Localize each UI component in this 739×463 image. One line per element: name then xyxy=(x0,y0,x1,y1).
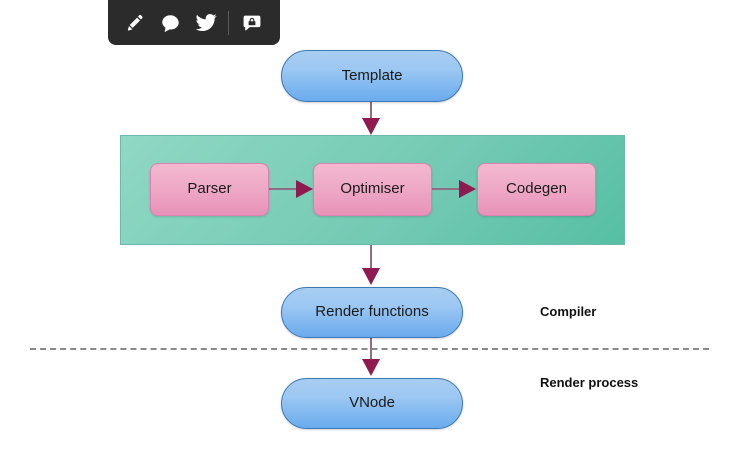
node-vnode[interactable]: VNode xyxy=(281,378,463,429)
comment-bubble-icon[interactable] xyxy=(157,10,185,36)
node-render-functions[interactable]: Render functions xyxy=(281,287,463,338)
node-optimiser-label: Optimiser xyxy=(340,180,405,198)
compiler-render-divider xyxy=(30,348,709,350)
twitter-bird-icon[interactable] xyxy=(192,10,220,36)
caption-compiler: Compiler xyxy=(540,304,597,319)
node-optimiser[interactable]: Optimiser xyxy=(313,163,432,216)
node-vnode-label: VNode xyxy=(349,394,395,412)
node-codegen-label: Codegen xyxy=(506,180,567,198)
node-codegen[interactable]: Codegen xyxy=(477,163,596,216)
node-template[interactable]: Template xyxy=(281,50,463,102)
node-parser[interactable]: Parser xyxy=(150,163,269,216)
arrowhead-render-functions-to-vnode xyxy=(362,359,380,376)
toolbar-separator xyxy=(228,11,230,35)
node-parser-label: Parser xyxy=(187,180,232,198)
private-comment-lock-icon[interactable] xyxy=(238,10,266,36)
connector-render-functions-to-vnode xyxy=(370,338,372,362)
connector-compiler-to-render-functions xyxy=(370,245,372,271)
arrowhead-compiler-to-render-functions xyxy=(362,268,380,285)
connector-template-to-compiler xyxy=(370,102,372,128)
caption-render-process: Render process xyxy=(540,375,639,390)
connector-optimiser-to-codegen xyxy=(432,188,462,190)
node-render-functions-label: Render functions xyxy=(315,303,429,321)
arrowhead-parser-to-optimiser xyxy=(296,180,313,198)
arrowhead-template-to-compiler xyxy=(362,118,380,135)
connector-parser-to-optimiser xyxy=(269,188,299,190)
share-toolbar[interactable] xyxy=(108,0,280,45)
arrowhead-optimiser-to-codegen xyxy=(459,180,476,198)
node-template-label: Template xyxy=(341,66,403,84)
pencil-icon[interactable] xyxy=(122,10,150,36)
